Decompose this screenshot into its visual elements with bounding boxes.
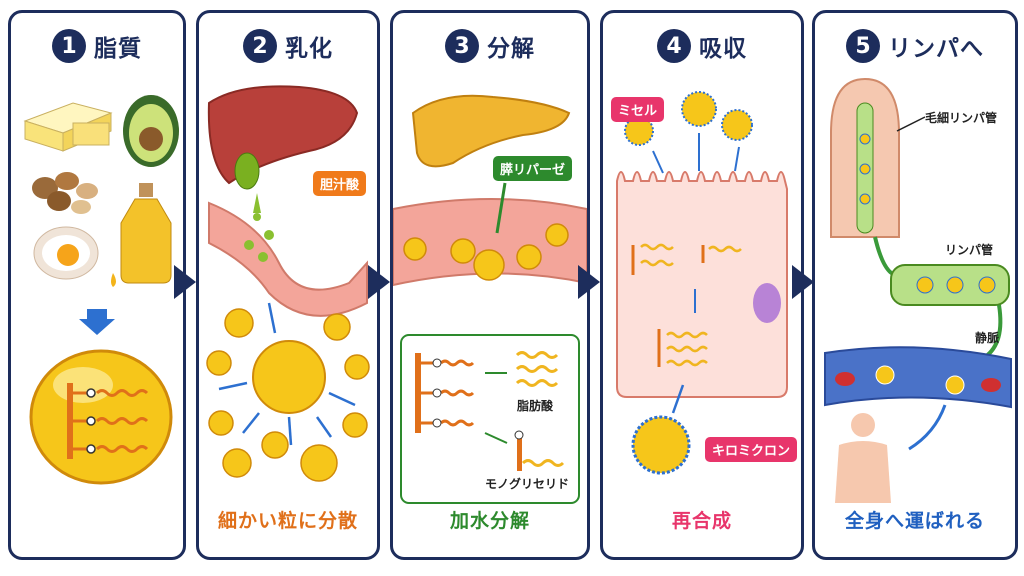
panel-step-4: 4 吸収 ミセル キロミクロン 再合成 xyxy=(600,10,804,560)
step-arrow-3 xyxy=(578,265,600,299)
step-header: 1 脂質 xyxy=(11,29,183,63)
intestinal-cell-icon xyxy=(616,171,788,398)
step-title: 分解 xyxy=(487,36,535,62)
lipid-foods-illustration xyxy=(23,95,179,485)
step-header: 3 分解 xyxy=(393,29,587,63)
bile-acid-label: 胆汁酸 xyxy=(313,171,367,196)
step-caption: 再合成 xyxy=(671,510,732,532)
oil-bottle-icon xyxy=(111,183,172,287)
micelle-label: ミセル xyxy=(611,97,665,122)
lymph-transport-illustration xyxy=(824,77,1012,503)
step-arrow-1 xyxy=(174,265,196,299)
step-caption: 全身へ運ばれる xyxy=(844,510,985,532)
uptake-arrows-icon xyxy=(652,133,740,174)
reaction-inset xyxy=(400,334,580,504)
step-title: 吸収 xyxy=(699,36,747,62)
lymph-vessel-label: リンパ管 xyxy=(945,243,994,257)
absorption-illustration xyxy=(616,91,788,475)
chylomicron-label: キロミクロン xyxy=(705,437,798,462)
droplets-icon xyxy=(403,223,569,281)
emulsified-droplet-icon xyxy=(252,340,326,414)
micro-droplets-icon xyxy=(206,308,370,482)
step-caption: 加水分解 xyxy=(449,510,530,532)
step-header: 5 リンパへ xyxy=(815,29,1015,63)
emulsification-illustration xyxy=(206,85,370,482)
lipase-label: 膵リパーゼ xyxy=(493,156,573,181)
step-arrow-2 xyxy=(368,265,390,299)
nucleus-icon xyxy=(753,283,781,323)
monoglyceride-icon xyxy=(514,430,565,471)
lipase-pointer-icon xyxy=(495,182,507,234)
dispersion-arrows-icon xyxy=(218,302,356,446)
fatty-acid-label: 脂肪酸 xyxy=(517,399,554,413)
step-number: 1 xyxy=(52,29,86,63)
vein-icon xyxy=(824,346,1012,409)
hydrolysis-illustration xyxy=(393,94,587,504)
bile-drops-icon xyxy=(244,193,274,262)
butter-icon xyxy=(23,102,113,152)
gallbladder-icon xyxy=(234,152,260,190)
panel-step-1: 1 脂質 xyxy=(8,10,186,560)
fatty-acid-icon xyxy=(515,351,559,387)
step-title: 脂質 xyxy=(94,36,142,62)
vein-label: 静脈 xyxy=(975,331,1000,345)
chylomicron-icon xyxy=(631,415,691,475)
human-body-icon xyxy=(835,413,891,503)
panel-step-2: 2 乳化 胆汁酸 細かい粒に分散 xyxy=(196,10,380,560)
monoglyceride-label: モノグリセリド xyxy=(485,477,570,491)
liver-icon xyxy=(207,85,359,185)
step-header: 2 乳化 xyxy=(199,29,377,63)
step-number: 5 xyxy=(846,29,880,63)
fat-droplet-icon xyxy=(29,349,173,485)
lacteal-label: 毛細リンパ管 xyxy=(925,111,998,125)
micelles-icon xyxy=(624,91,753,146)
pancreas-icon xyxy=(411,94,571,168)
step-number: 3 xyxy=(445,29,479,63)
panel-step-5: 5 リンパへ 毛細リンパ管 リンパ管 静脈 全身へ運ばれる xyxy=(812,10,1018,560)
avocado-icon xyxy=(123,95,179,167)
step-title: リンパへ xyxy=(888,36,984,62)
step-arrow-4 xyxy=(792,265,814,299)
egg-icon xyxy=(33,226,99,280)
panel-step-3: 3 分解 膵リパーゼ 脂肪酸 モノグリセリド 加水分解 xyxy=(390,10,590,560)
step-number: 4 xyxy=(657,29,691,63)
down-arrow-icon xyxy=(79,309,115,335)
nuts-icon xyxy=(32,172,98,214)
step-caption: 細かい粒に分散 xyxy=(217,510,358,532)
step-title: 乳化 xyxy=(285,36,333,62)
step-number: 2 xyxy=(243,29,277,63)
step-header: 4 吸収 xyxy=(603,29,801,63)
intestine-icon xyxy=(208,201,368,317)
